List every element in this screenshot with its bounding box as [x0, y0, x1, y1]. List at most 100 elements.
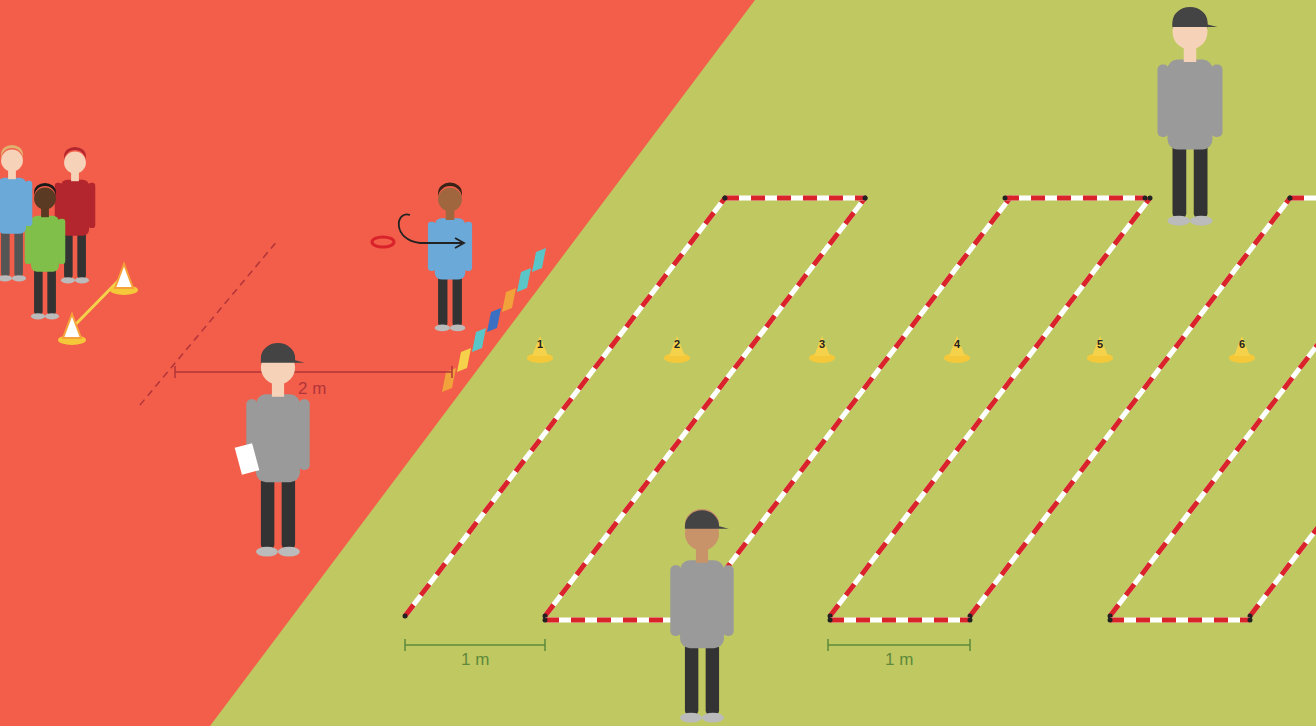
- shoe: [702, 713, 724, 723]
- leg: [47, 268, 56, 315]
- shoe: [31, 313, 45, 319]
- arm: [1158, 65, 1169, 138]
- tape: [690, 198, 1010, 616]
- tape-post: [1248, 618, 1253, 623]
- leg: [453, 275, 462, 326]
- head: [1, 150, 23, 172]
- person: [428, 183, 472, 332]
- callout-number: 4: [954, 339, 960, 350]
- leg: [261, 476, 274, 549]
- cone: [63, 314, 81, 338]
- leg: [438, 275, 447, 326]
- track-ground: [0, 0, 755, 726]
- torso: [256, 394, 300, 482]
- block: [532, 248, 546, 272]
- leg: [64, 232, 73, 279]
- leg: [1194, 143, 1208, 218]
- dimension-line: [405, 644, 545, 646]
- dimension-tick: [404, 639, 406, 651]
- arm: [88, 183, 95, 228]
- shoe: [450, 325, 465, 332]
- tape: [545, 618, 680, 623]
- dimension-line: [175, 371, 452, 373]
- shoe: [435, 325, 450, 332]
- tape-post: [543, 618, 548, 623]
- torso: [435, 218, 466, 279]
- arrow-head: [455, 238, 464, 248]
- tape: [1110, 198, 1316, 616]
- tape: [405, 198, 725, 616]
- arm: [299, 399, 310, 470]
- cap: [685, 510, 729, 528]
- tape-post: [863, 196, 868, 201]
- tape-post: [968, 618, 973, 623]
- arm: [58, 219, 65, 264]
- arm: [464, 222, 472, 271]
- tape: [1250, 198, 1316, 616]
- tape: [725, 196, 865, 201]
- tape: [1110, 618, 1250, 623]
- tape-post: [1108, 618, 1113, 623]
- tape-post: [1288, 196, 1293, 201]
- throw-line: [140, 240, 278, 405]
- tape: [545, 198, 865, 616]
- leg: [14, 230, 23, 277]
- cone: [814, 336, 830, 356]
- cone: [532, 336, 548, 356]
- person: [1158, 7, 1223, 226]
- callout-number: 6: [1239, 339, 1245, 350]
- tape: [1005, 196, 1145, 201]
- dimension-tick: [827, 639, 829, 651]
- shoe: [0, 275, 12, 281]
- dimension-label: 1 m: [461, 651, 489, 668]
- tape-post: [863, 196, 868, 201]
- tape: [405, 198, 725, 616]
- cap: [1173, 8, 1218, 27]
- shoe: [278, 547, 300, 557]
- shoe: [680, 713, 702, 723]
- rotation-arrow: [399, 214, 462, 243]
- callout-number: 1: [537, 339, 543, 350]
- dimension-tick: [969, 639, 971, 651]
- leg: [706, 642, 719, 715]
- tape: [830, 198, 1150, 616]
- dimension-tick: [451, 366, 453, 378]
- tape: [1110, 198, 1316, 616]
- person: [55, 147, 96, 284]
- arm: [670, 565, 681, 636]
- person: [246, 343, 309, 557]
- tape: [970, 198, 1290, 616]
- block: [517, 268, 531, 292]
- cap: [261, 344, 305, 362]
- leg: [282, 476, 295, 549]
- dimension-tick: [174, 366, 176, 378]
- dimension-label: 2 m: [296, 380, 328, 397]
- tape-post: [1148, 196, 1153, 201]
- tape-post: [403, 614, 408, 619]
- leg: [1173, 143, 1187, 218]
- hair: [64, 147, 86, 161]
- cone: [1092, 336, 1108, 356]
- tape: [1290, 196, 1316, 201]
- tape: [830, 618, 970, 623]
- shoe: [61, 277, 75, 283]
- tape: [545, 618, 680, 623]
- torso: [1168, 60, 1213, 150]
- tape: [690, 198, 1010, 616]
- head: [64, 152, 86, 174]
- cone: [669, 336, 685, 356]
- torso: [680, 560, 724, 648]
- torso: [0, 178, 26, 234]
- tape: [1005, 196, 1145, 201]
- shoe: [1168, 216, 1191, 226]
- callout-number: 2: [674, 339, 680, 350]
- leg: [685, 642, 698, 715]
- tape-post: [1288, 196, 1293, 201]
- hair: [1, 145, 23, 159]
- shoe: [75, 277, 89, 283]
- dimension-label: 1 m: [885, 651, 913, 668]
- head: [438, 188, 462, 212]
- callout-number: 3: [819, 339, 825, 350]
- tape: [830, 618, 970, 623]
